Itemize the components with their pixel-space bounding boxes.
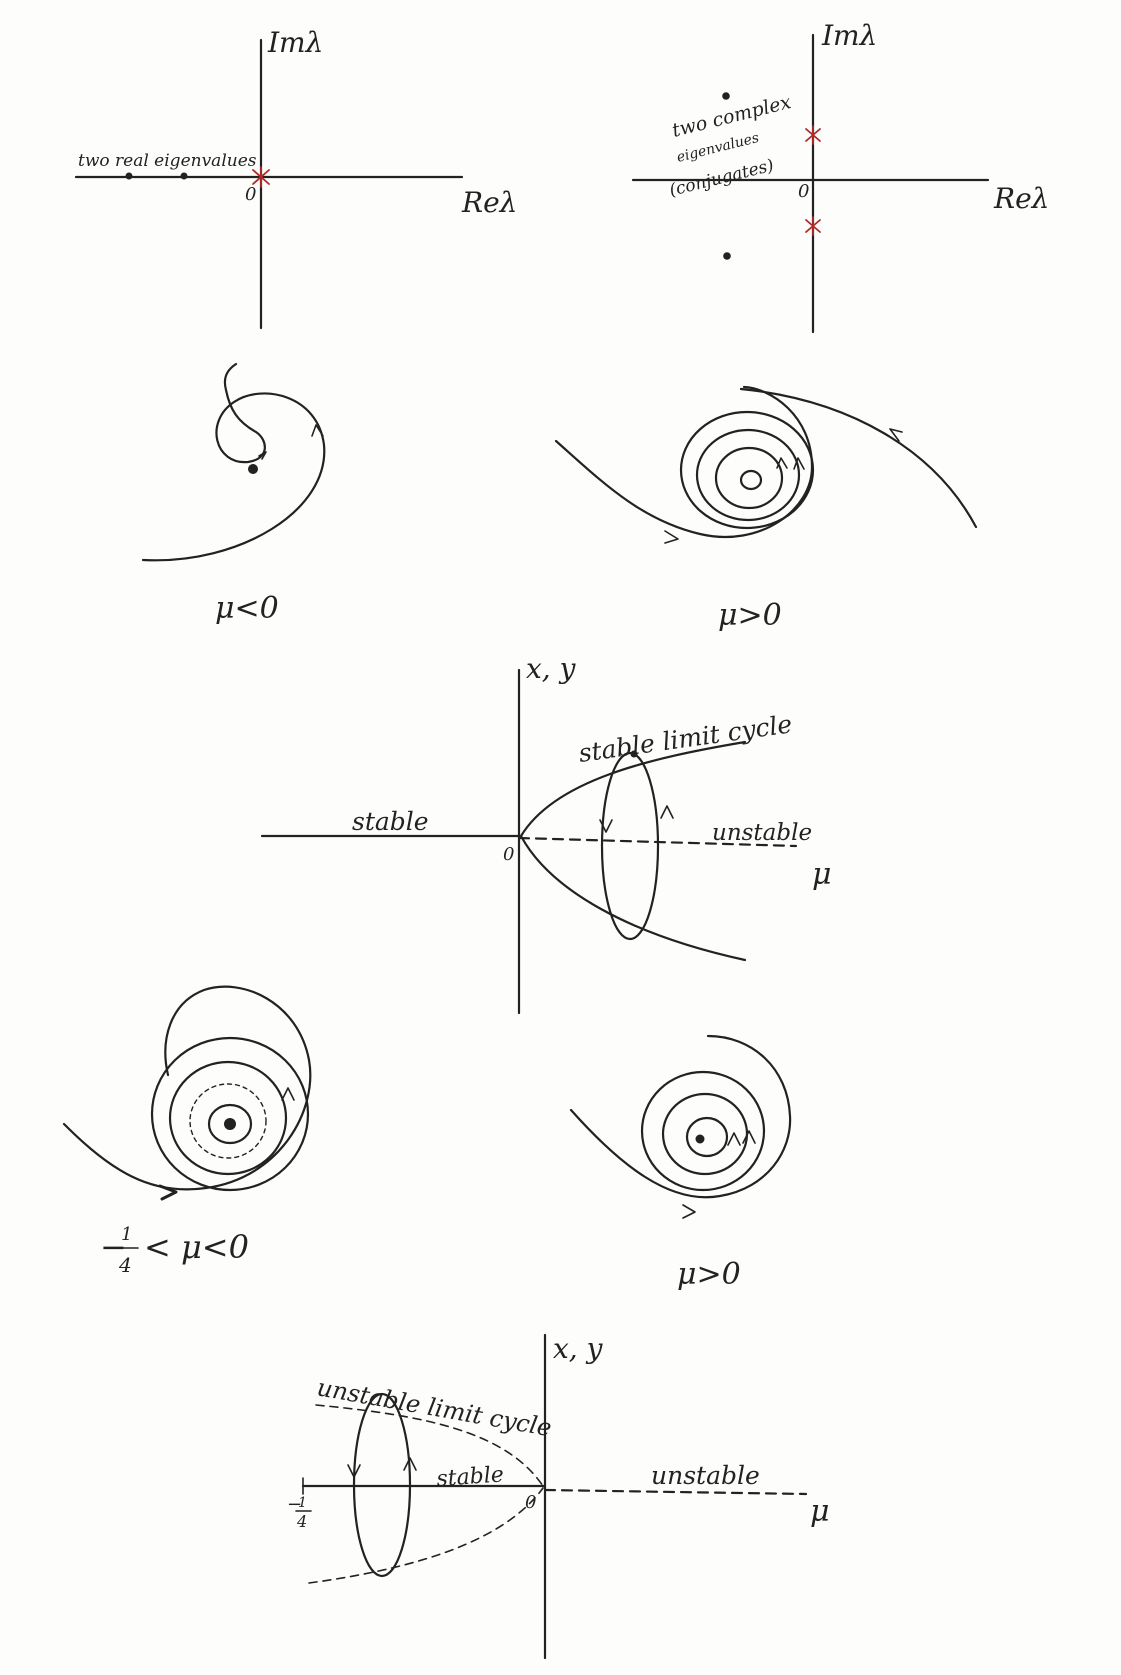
outer-trajectory-left xyxy=(554,385,814,539)
unstable-cycle-branch-lower xyxy=(308,1487,544,1584)
tick-numerator: 1 xyxy=(298,1495,307,1511)
complex-note-line1: two complex xyxy=(670,91,794,142)
origin-label: 0 xyxy=(503,844,514,865)
origin-label: 0 xyxy=(245,184,256,205)
spiral-ring-inner xyxy=(685,1116,729,1158)
spiral-ring xyxy=(168,1060,288,1176)
y-axis-label: x, y xyxy=(553,1332,604,1365)
stable-limit-cycle xyxy=(150,1036,310,1192)
unstable-focus-point xyxy=(739,469,763,491)
re-axis-label: Reλ xyxy=(993,182,1049,215)
re-axis-label: Reλ xyxy=(461,186,517,219)
flow-arrow-icon xyxy=(281,1087,295,1101)
flow-arrow-icon xyxy=(682,1204,696,1219)
stable-focus-point xyxy=(224,1118,236,1130)
spiral-ring-3 xyxy=(714,446,784,510)
unstable-label: unstable xyxy=(712,820,812,846)
stable-limit-cycle-label: stable limit cycle xyxy=(577,709,794,768)
eigenvalue-plane-real: Imλ Reλ 0 two real eigenvalues xyxy=(74,26,517,330)
stable-label: stable xyxy=(436,1462,505,1492)
stable-label: stable xyxy=(352,807,429,836)
im-axis-label: Imλ xyxy=(267,26,323,59)
limit-cycle xyxy=(679,410,815,530)
flow-arrow-icon xyxy=(347,1464,361,1478)
complex-eigenvalue-upper xyxy=(722,92,730,100)
real-eigenvalue-2 xyxy=(180,172,188,180)
supercritical-bifurcation-diagram: x, y μ 0 stable unstable stable limit cy… xyxy=(260,652,832,1015)
limit-cycle-orbit xyxy=(600,751,660,941)
flow-arrow-icon xyxy=(258,451,267,460)
mu-axis-label: μ xyxy=(812,857,832,892)
origin-label: 0 xyxy=(525,1492,536,1513)
eigenvalue-plane-complex: Imλ Reλ 0 two complex eigenvalues (conju… xyxy=(631,19,1049,334)
unstable-focus-point xyxy=(695,1134,705,1144)
mu-range-prefix: − xyxy=(100,1228,127,1266)
spiral-trajectory xyxy=(141,362,326,562)
phase-portrait-stable-focus: μ<0 xyxy=(141,362,326,626)
im-axis-label: Imλ xyxy=(821,19,877,52)
flow-arrow-icon xyxy=(889,428,903,442)
phase-portrait-limit-cycle: μ>0 xyxy=(554,385,978,633)
flow-arrow-icon xyxy=(660,805,674,819)
outer-trajectory xyxy=(569,1034,792,1199)
unstable-cycle-branch-upper xyxy=(315,1404,544,1487)
spiral-ring-outer xyxy=(640,1070,766,1192)
flow-arrow-icon xyxy=(742,1130,756,1144)
phase-portrait-unstable-focus: μ>0 xyxy=(569,1034,792,1292)
unstable-limit-cycle-orbit xyxy=(352,1392,412,1578)
cycle-top-point xyxy=(630,750,638,758)
unstable-limit-cycle xyxy=(189,1083,267,1159)
flow-arrow-icon xyxy=(664,530,679,544)
outer-trajectory xyxy=(62,985,312,1191)
phase-portrait-subcritical-stable: − 1 4 < μ<0 xyxy=(62,985,312,1277)
complex-eigenvalue-lower xyxy=(723,252,731,260)
lower-crossing-marker xyxy=(805,216,821,236)
tick-sign: − xyxy=(287,1494,302,1515)
unstable-branch xyxy=(543,1488,808,1496)
spiral-ring-2 xyxy=(695,428,801,522)
origin-label: 0 xyxy=(798,181,809,202)
flow-arrow-icon xyxy=(158,1184,178,1201)
flow-arrow-icon xyxy=(793,457,805,470)
mu-negative-label: μ<0 xyxy=(215,591,279,626)
limit-cycle-branch xyxy=(519,740,747,962)
flow-arrow-icon xyxy=(776,457,788,469)
unstable-limit-cycle-label: unstable limit cycle xyxy=(315,1373,554,1442)
stable-focus-point xyxy=(248,464,258,474)
outer-trajectory-right xyxy=(739,387,978,529)
mu-positive-label: μ>0 xyxy=(677,1257,741,1292)
real-eigenvalue-1 xyxy=(125,172,133,180)
subcritical-bifurcation-diagram: x, y μ 0 − 1 4 stable unstable unstable … xyxy=(287,1332,830,1660)
mu-range-numerator: 1 xyxy=(121,1224,132,1245)
mu-axis-label: μ xyxy=(810,1494,830,1529)
upper-crossing-marker xyxy=(805,125,821,145)
mu-positive-label: μ>0 xyxy=(718,598,782,633)
mu-range-denominator: 4 xyxy=(118,1253,132,1277)
real-eigenvalues-note: two real eigenvalues xyxy=(78,151,257,171)
flow-arrow-icon xyxy=(727,1132,741,1146)
mu-range-rest: < μ<0 xyxy=(144,1228,249,1266)
unstable-label: unstable xyxy=(651,1461,760,1490)
flow-arrow-icon xyxy=(599,819,613,833)
spiral-ring-inner xyxy=(207,1103,253,1145)
flow-arrow-icon xyxy=(403,1457,417,1471)
flow-arrow-icon xyxy=(311,424,324,437)
origin-marker xyxy=(252,166,270,188)
tick-denominator: 4 xyxy=(296,1512,307,1531)
y-axis-label: x, y xyxy=(526,652,577,685)
